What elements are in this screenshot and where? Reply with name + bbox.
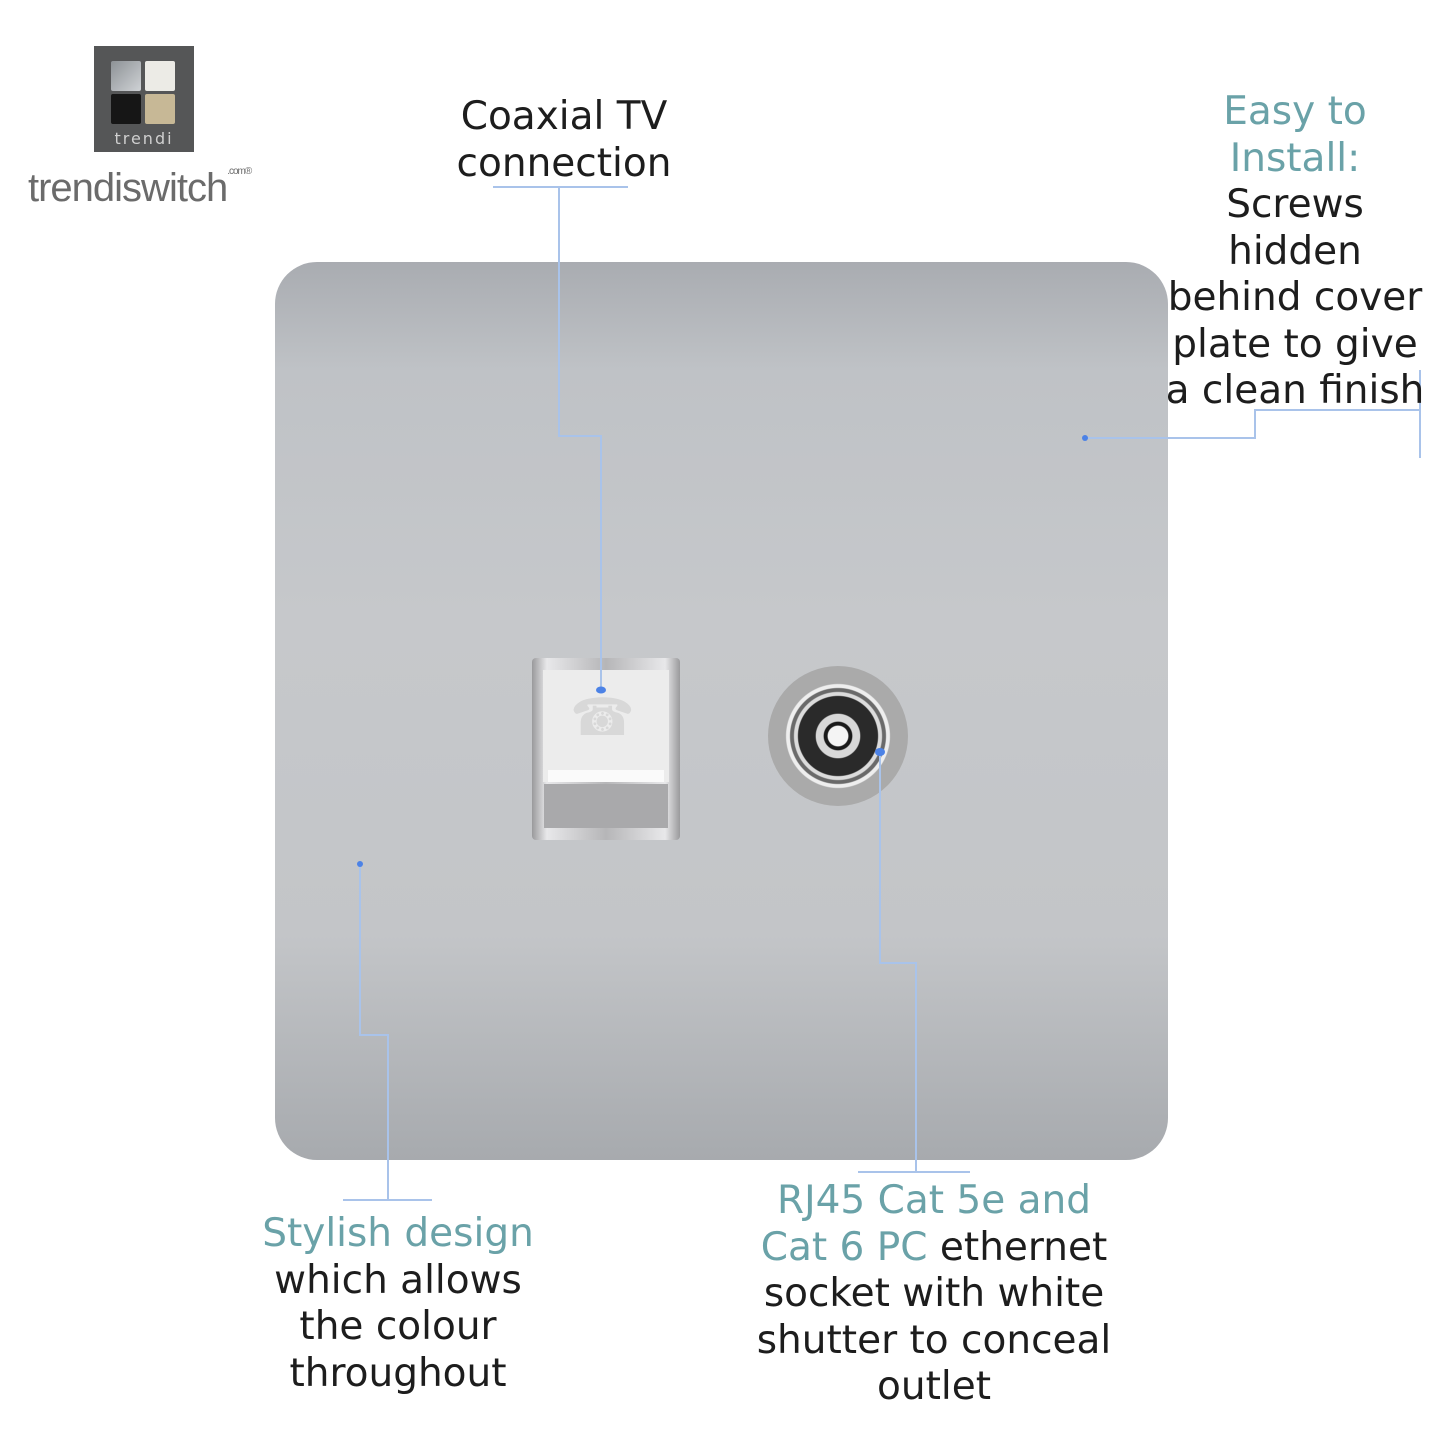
socket-plate: [275, 262, 1168, 1160]
coaxial-dot: [596, 686, 606, 694]
stylish-leader: [343, 864, 432, 1201]
trendi-logo: trendi: [94, 46, 194, 152]
install-dot: [1082, 435, 1088, 441]
stylish-callout: Stylish design which allows the colour t…: [262, 1211, 534, 1396]
rj45-leader: [858, 752, 970, 1173]
coaxial-callout: Coaxial TV connection: [456, 94, 672, 186]
logo-text: trendi: [114, 129, 174, 148]
install-leader: [1085, 370, 1421, 458]
coaxial-leader: [493, 186, 628, 690]
brand-wordmark: trendiswitch.com®: [28, 166, 252, 210]
install-callout: Easy to Install: Screws hidden behind co…: [1165, 89, 1425, 413]
rj45-socket: ☎: [532, 658, 680, 840]
rj45-shutter: [543, 670, 669, 782]
coaxial-socket: [768, 666, 908, 806]
rj45-dot: [875, 748, 885, 756]
stylish-dot: [357, 861, 363, 867]
rj45-callout: RJ45 Cat 5e and Cat 6 PC ethernet socket…: [756, 1178, 1112, 1409]
